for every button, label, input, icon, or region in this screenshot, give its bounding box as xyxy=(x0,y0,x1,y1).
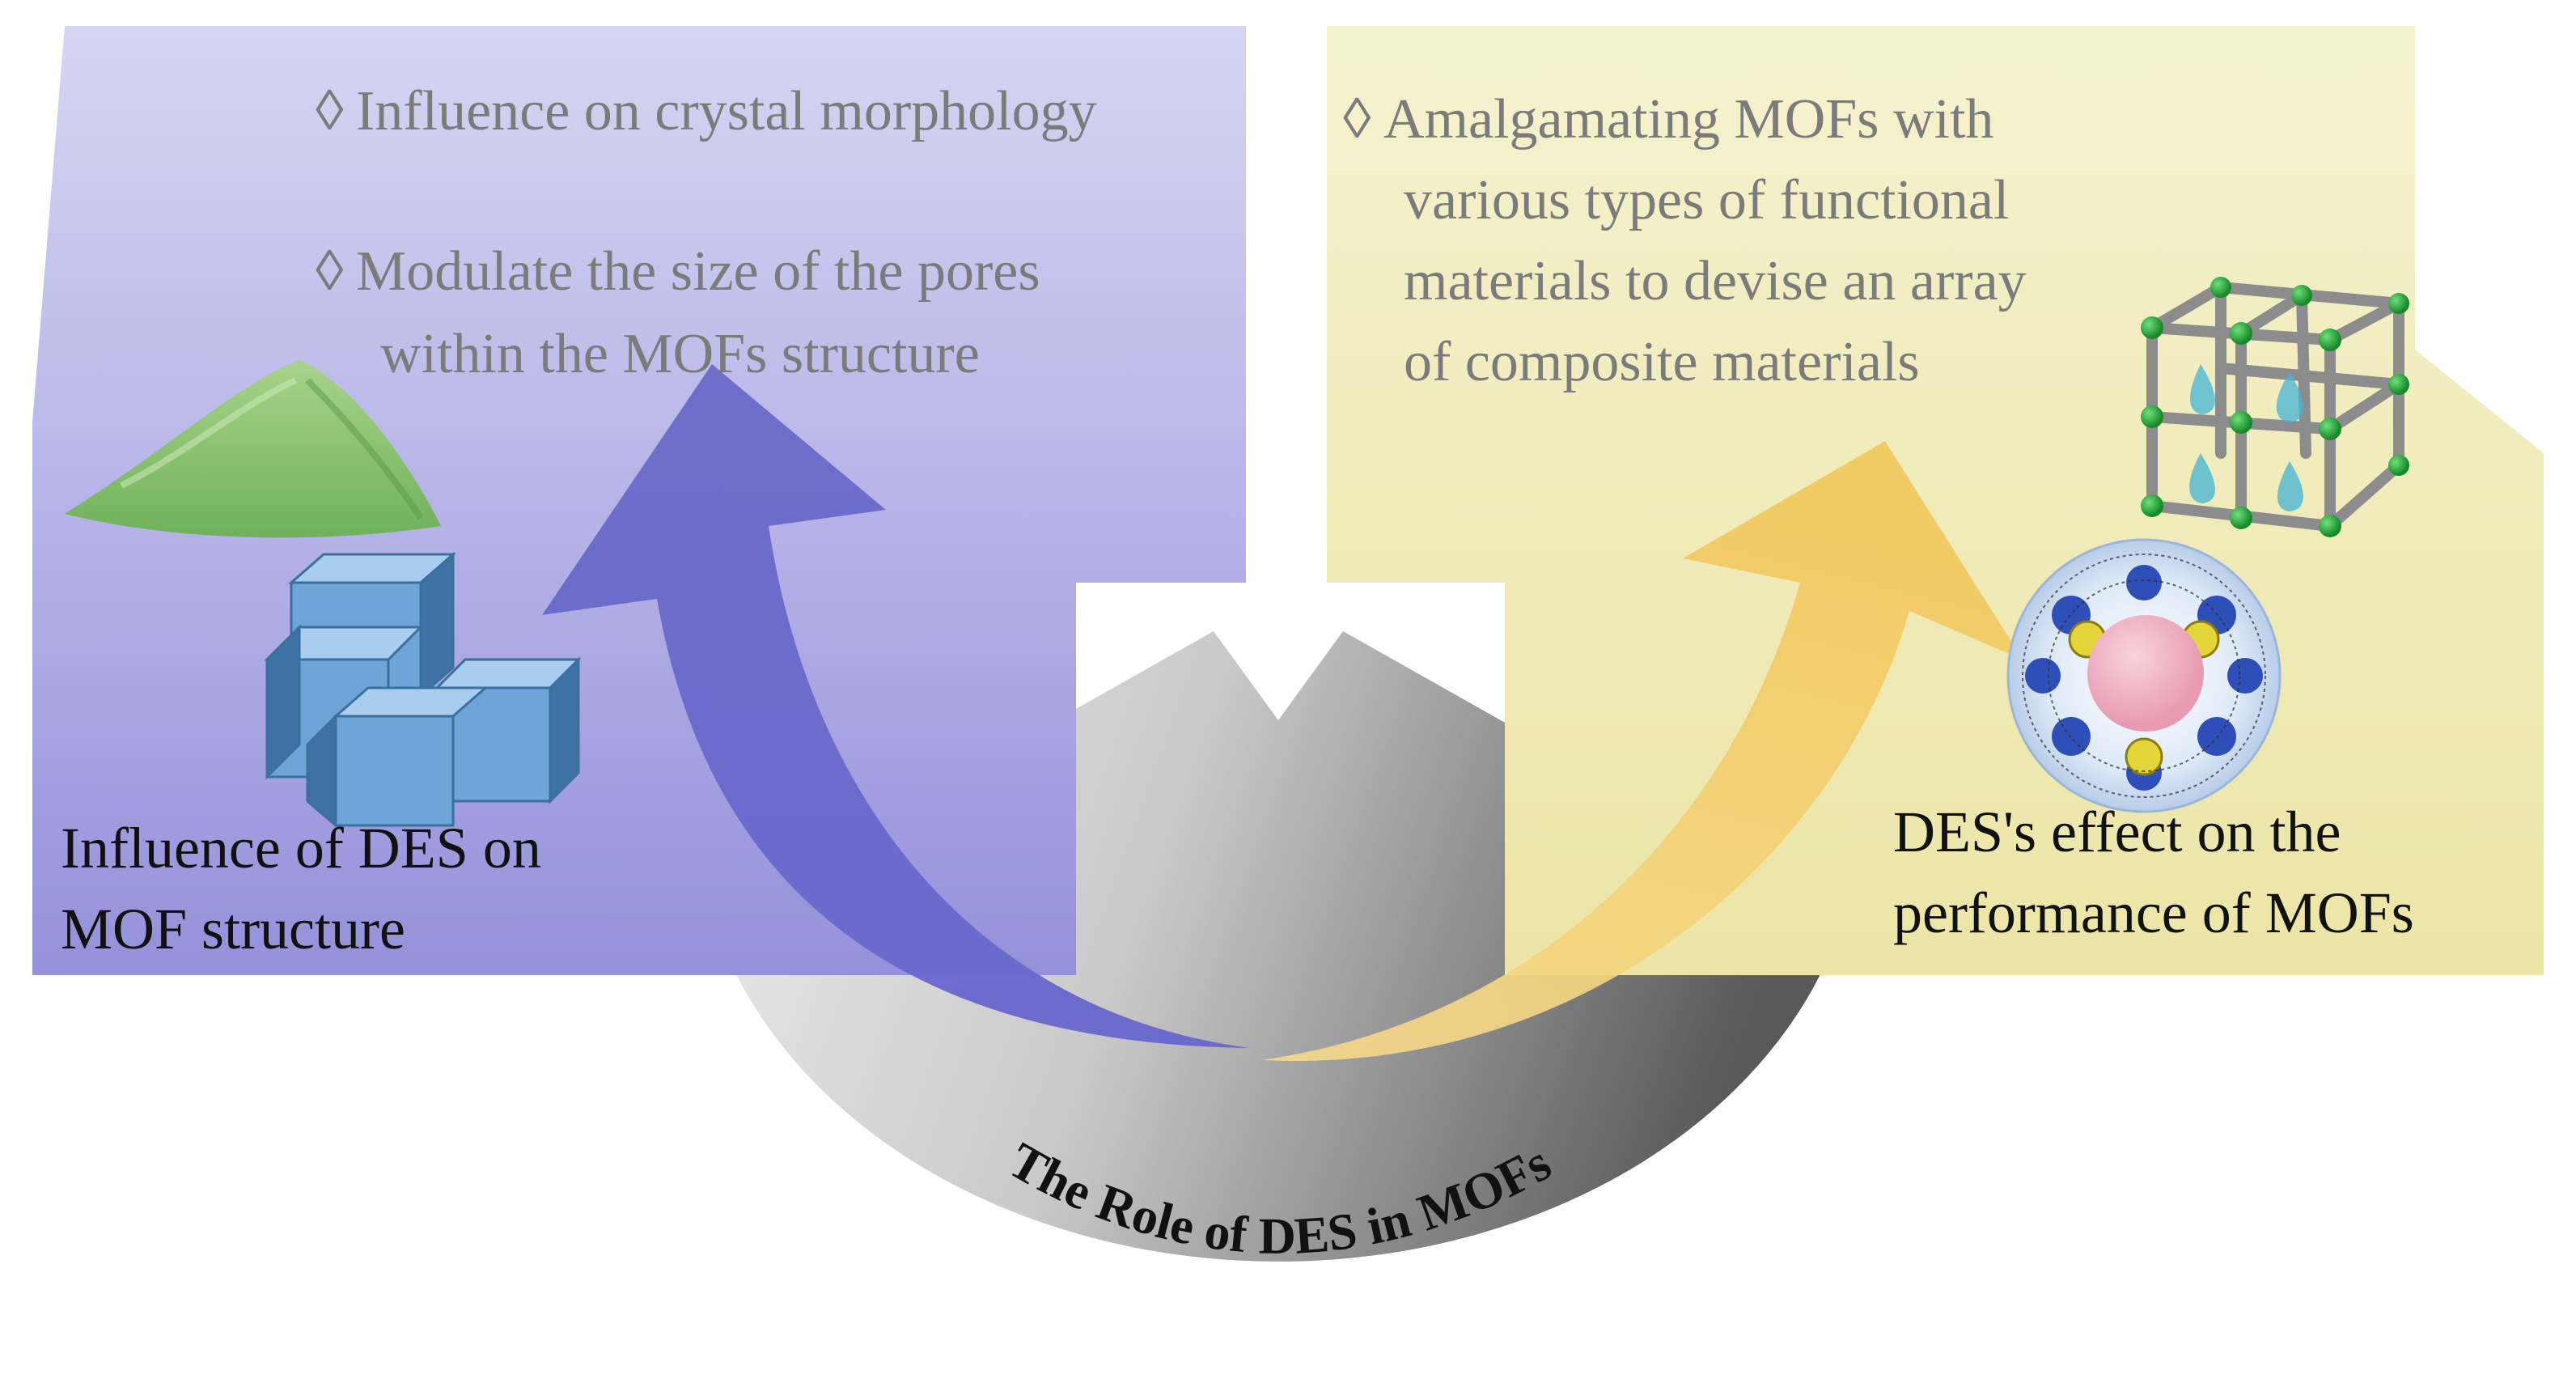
blue-cubes-icon xyxy=(264,551,582,829)
yellow-arrow xyxy=(1262,441,2023,1062)
left-caption-line-2: MOF structure xyxy=(61,897,405,961)
left-bullets: ◊ Influence on crystal morphology ◊ Modu… xyxy=(316,80,1097,385)
right-bullet-1-line-3: materials to devise an array xyxy=(1404,250,2027,312)
right-bullet-1-line-1: Amalgamating MOFs with xyxy=(1383,88,1993,151)
left-bullet-2-line-2: within the MOFs structure xyxy=(380,323,980,385)
green-powder-icon xyxy=(65,360,441,538)
left-caption-line-1: Influence of DES on xyxy=(61,816,541,880)
right-bullet-1-line-4: of composite materials xyxy=(1404,331,1920,393)
mof-lattice-icon xyxy=(2141,277,2409,537)
right-bullet-1-line-2: various types of functional xyxy=(1404,169,2009,231)
right-bullets: ◊ Amalgamating MOFs with various types o… xyxy=(1343,88,2027,393)
mof-sphere-icon xyxy=(2006,538,2282,813)
left-bullet-2-line-1: Modulate the size of the pores xyxy=(356,240,1040,303)
left-bullet-1-line-1: Influence on crystal morphology xyxy=(356,80,1097,142)
blue-arrow xyxy=(542,364,1250,1048)
right-caption-line-1: DES's effect on the xyxy=(1893,800,2341,864)
left-bullet-2-marker: ◊ xyxy=(316,240,344,303)
right-bullet-1-marker: ◊ xyxy=(1343,88,1371,151)
left-bullet-1-marker: ◊ xyxy=(316,80,344,142)
right-caption-line-2: performance of MOFs xyxy=(1893,880,2414,945)
